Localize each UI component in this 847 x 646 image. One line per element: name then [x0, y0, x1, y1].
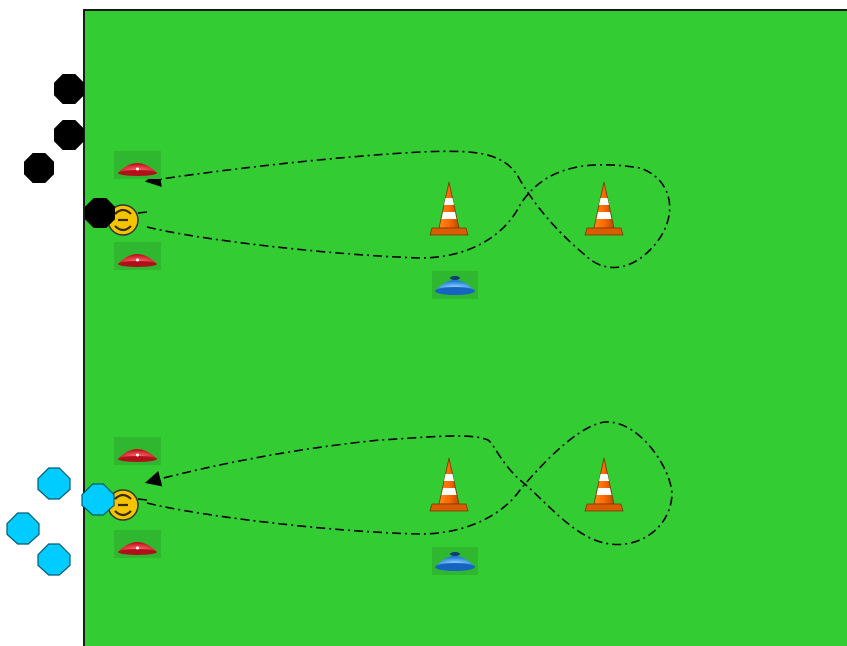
blue-disc-marker-icon: [432, 547, 478, 575]
player: [7, 513, 39, 544]
player: [38, 468, 70, 499]
blue-disc-marker-icon: [432, 271, 478, 299]
red-cone-marker-icon: [114, 530, 161, 558]
player: [38, 544, 70, 575]
player: [54, 74, 84, 104]
player: [85, 198, 115, 228]
red-cone-marker-icon: [114, 242, 161, 270]
red-cone-marker-icon: [114, 437, 161, 465]
red-cone-marker-icon: [114, 151, 161, 179]
player: [54, 120, 84, 150]
player: [24, 153, 54, 183]
